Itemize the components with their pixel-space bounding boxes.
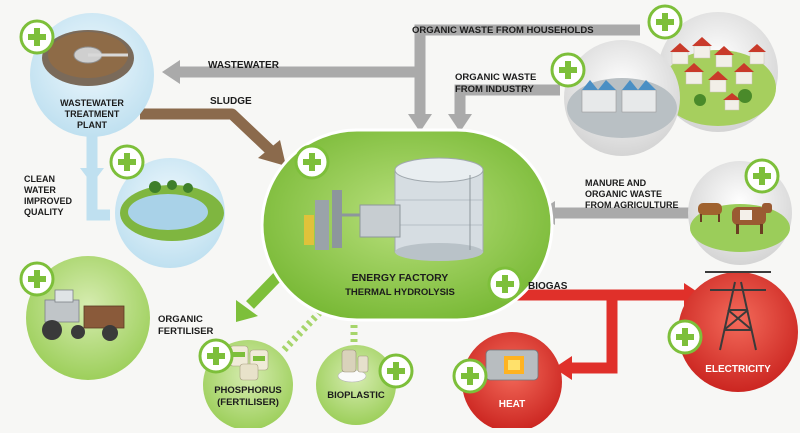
arrow-industry bbox=[454, 84, 560, 118]
electricity-label: ELECTRICITY bbox=[705, 364, 771, 375]
plus-icon bbox=[744, 158, 780, 194]
wwtp-label-line3: PLANT bbox=[77, 120, 107, 130]
bioplastic-illustration bbox=[337, 349, 369, 383]
plus-icon bbox=[452, 358, 488, 394]
plus-icon bbox=[19, 261, 55, 297]
fertiliser-node: ORGANIC FERTILISER bbox=[26, 256, 214, 380]
phosphorus-label-line2: (FERTILISER) bbox=[217, 397, 279, 408]
clean-water-label-line3: IMPROVED bbox=[24, 196, 73, 206]
clean-water-label-line1: CLEAN bbox=[24, 174, 55, 184]
energy-factory-title: ENERGY FACTORY bbox=[352, 272, 449, 284]
arrow-sludge bbox=[140, 108, 274, 154]
biogas-label: BIOGAS bbox=[528, 281, 568, 292]
arrow-head-sludge bbox=[258, 140, 286, 166]
electricity-circle bbox=[678, 272, 798, 392]
arrow-head-fertiliser bbox=[236, 300, 258, 322]
factory-buildings-illustration bbox=[581, 80, 657, 113]
wastewater-treatment-node: WASTEWATER TREATMENT PLANT bbox=[30, 13, 154, 137]
arrow-head-industry bbox=[448, 114, 472, 132]
arrow-head-households bbox=[408, 114, 432, 132]
dotted-link-phosphorus bbox=[279, 309, 323, 355]
phosphorus-node: PHOSPHORUS (FERTILISER) bbox=[203, 340, 293, 430]
hydrolysis-plant-illustration bbox=[304, 190, 401, 250]
households-label: ORGANIC WASTE FROM HOUSEHOLDS bbox=[412, 25, 594, 36]
plus-icon bbox=[647, 4, 683, 40]
plus-icon bbox=[19, 19, 55, 55]
wastewater-label: WASTEWATER bbox=[208, 60, 280, 71]
plus-icon bbox=[667, 319, 703, 355]
tractor-illustration bbox=[42, 289, 125, 341]
bioplastic-node: BIOPLASTIC bbox=[316, 345, 396, 425]
energy-factory-subtitle: THERMAL HYDROLYSIS bbox=[345, 287, 455, 298]
digester-tank-illustration bbox=[394, 157, 484, 261]
fertiliser-label-line1: ORGANIC bbox=[158, 314, 203, 325]
clean-water-node: CLEAN WATER IMPROVED QUALITY bbox=[24, 158, 225, 268]
sludge-label: SLUDGE bbox=[210, 96, 252, 107]
households-node: ORGANIC WASTE FROM HOUSEHOLDS bbox=[412, 12, 778, 132]
agriculture-node: MANURE AND ORGANIC WASTE FROM AGRICULTUR… bbox=[585, 161, 792, 265]
wwtp-label-line2: TREATMENT bbox=[65, 109, 120, 119]
plus-icon bbox=[109, 144, 145, 180]
industry-label-line2: FROM INDUSTRY bbox=[455, 84, 534, 95]
industry-node: ORGANIC WASTE FROM INDUSTRY bbox=[455, 40, 680, 156]
arrow-head-heat bbox=[554, 356, 572, 380]
plus-icon bbox=[294, 144, 330, 180]
arrow-clean-water bbox=[86, 135, 110, 221]
heat-node: HEAT bbox=[462, 332, 562, 432]
cows-illustration bbox=[698, 203, 772, 234]
clean-water-label-line4: QUALITY bbox=[24, 207, 64, 217]
arrow-head-wastewater bbox=[162, 60, 180, 84]
arrow-head-clean-water bbox=[80, 168, 104, 184]
arrow-households bbox=[414, 24, 640, 118]
bioplastic-circle bbox=[316, 345, 396, 425]
boiler-illustration bbox=[485, 349, 539, 381]
agriculture-label-line3: FROM AGRICULTURE bbox=[585, 200, 679, 210]
plus-icon bbox=[550, 52, 586, 88]
plus-icon bbox=[487, 266, 523, 302]
houses-illustration bbox=[671, 45, 765, 111]
phosphorus-label-line1: PHOSPHORUS bbox=[214, 385, 282, 396]
energy-factory-node: ENERGY FACTORY THERMAL HYDROLYSIS bbox=[260, 128, 554, 322]
plus-icons bbox=[19, 4, 780, 394]
clean-water-label-line2: WATER bbox=[24, 185, 56, 195]
pylon-illustration bbox=[705, 271, 771, 351]
bioplastic-label: BIOPLASTIC bbox=[327, 390, 385, 401]
heat-label: HEAT bbox=[499, 399, 525, 410]
wwtp-label-line1: WASTEWATER bbox=[60, 98, 124, 108]
agriculture-label-line2: ORGANIC WASTE bbox=[585, 189, 662, 199]
agriculture-label-line1: MANURE AND bbox=[585, 178, 647, 188]
fertiliser-label-line2: FERTILISER bbox=[158, 326, 214, 337]
industry-label-line1: ORGANIC WASTE bbox=[455, 72, 536, 83]
plus-icon bbox=[378, 353, 414, 389]
fertiliser-bags-illustration bbox=[229, 345, 269, 381]
arrow-heat bbox=[568, 295, 618, 374]
plus-icon bbox=[198, 338, 234, 374]
electricity-node: ELECTRICITY bbox=[678, 271, 798, 392]
